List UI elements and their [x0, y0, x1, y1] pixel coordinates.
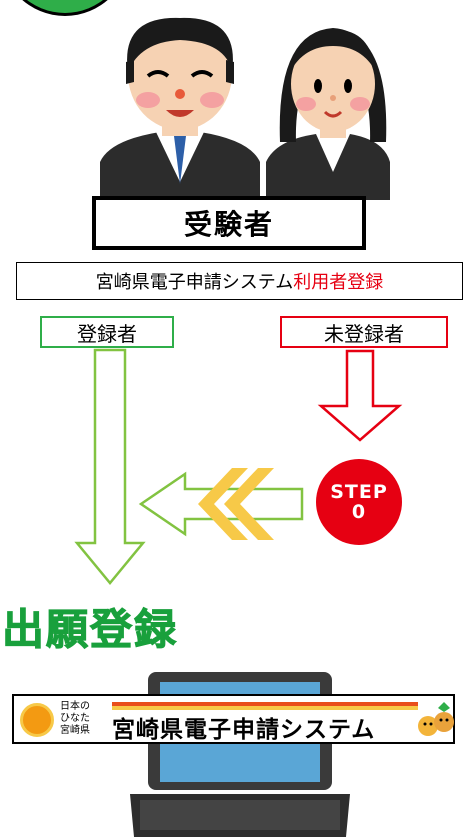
application-title: 出願登録 — [1, 605, 179, 655]
banner-stripe-red — [112, 702, 418, 706]
system-registration-label: 宮崎県電子申請システム利用者登録 — [16, 262, 463, 300]
yellow-chevrons-icon — [198, 468, 274, 540]
unregistered-label: 未登録者 — [280, 316, 448, 348]
hinata-line1: 日本の — [60, 701, 90, 712]
system-registration-prefix: 宮崎県電子申請システム — [95, 272, 294, 293]
green-down-arrow — [74, 348, 146, 585]
hinata-line2: ひなた — [60, 713, 90, 724]
step-label: STEP — [330, 481, 388, 503]
registered-text: 登録者 — [77, 321, 137, 346]
green-left-arrow — [138, 471, 304, 537]
examinee-illustration — [100, 17, 390, 200]
system-registration-highlight: 利用者登録 — [293, 272, 384, 293]
banner-title: 宮崎県電子申請システム — [112, 717, 376, 743]
e-application-banner: 日本の ひなた 宮崎県 宮崎県電子申請システム — [12, 694, 455, 744]
step-number: 0 — [351, 501, 367, 523]
examinee-text: 受験者 — [183, 208, 274, 241]
registered-label: 登録者 — [40, 316, 174, 348]
examinee-label: 受験者 — [92, 196, 366, 250]
mascot-icon — [418, 702, 454, 736]
sun-logo-icon — [20, 703, 54, 737]
red-down-arrow — [317, 349, 403, 442]
hinata-line3: 宮崎県 — [60, 725, 90, 736]
step-zero-badge: STEP 0 — [316, 459, 402, 545]
woman-figure — [266, 28, 390, 200]
unregistered-text: 未登録者 — [324, 321, 404, 346]
man-figure — [100, 17, 260, 200]
banner-stripe-yellow — [112, 706, 418, 710]
hinata-logo-text: 日本の ひなた 宮崎県 — [60, 701, 90, 737]
